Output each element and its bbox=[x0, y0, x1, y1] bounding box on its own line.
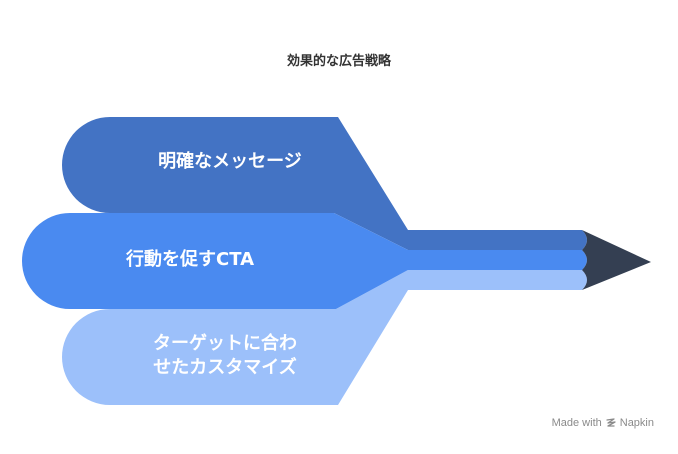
layer-label-clear-message: 明確なメッセージ bbox=[120, 150, 340, 174]
layer-label-line: ターゲットに合わ bbox=[153, 333, 297, 354]
watermark-prefix: Made with bbox=[551, 417, 602, 429]
layer-label-targeting: ターゲットに合わ せたカスタマイズ bbox=[110, 332, 340, 380]
layer-shape-bottom bbox=[62, 270, 587, 405]
diagram-title: 効果的な広告戦略 bbox=[286, 54, 391, 69]
napkin-logo-icon bbox=[606, 418, 616, 427]
pencil-tip bbox=[582, 230, 651, 290]
layer-label-line: せたカスタマイズ bbox=[153, 357, 297, 378]
layer-shape-middle bbox=[22, 213, 587, 309]
layer-label-cta: 行動を促すCTA bbox=[80, 248, 300, 272]
layer-shape-top bbox=[62, 117, 587, 250]
layer-label-line: 明確なメッセージ bbox=[158, 151, 302, 172]
watermark-brand: Napkin bbox=[619, 417, 654, 429]
made-with-napkin-watermark: Made with Napkin bbox=[552, 417, 654, 429]
layer-label-line: 行動を促すCTA bbox=[125, 249, 255, 270]
